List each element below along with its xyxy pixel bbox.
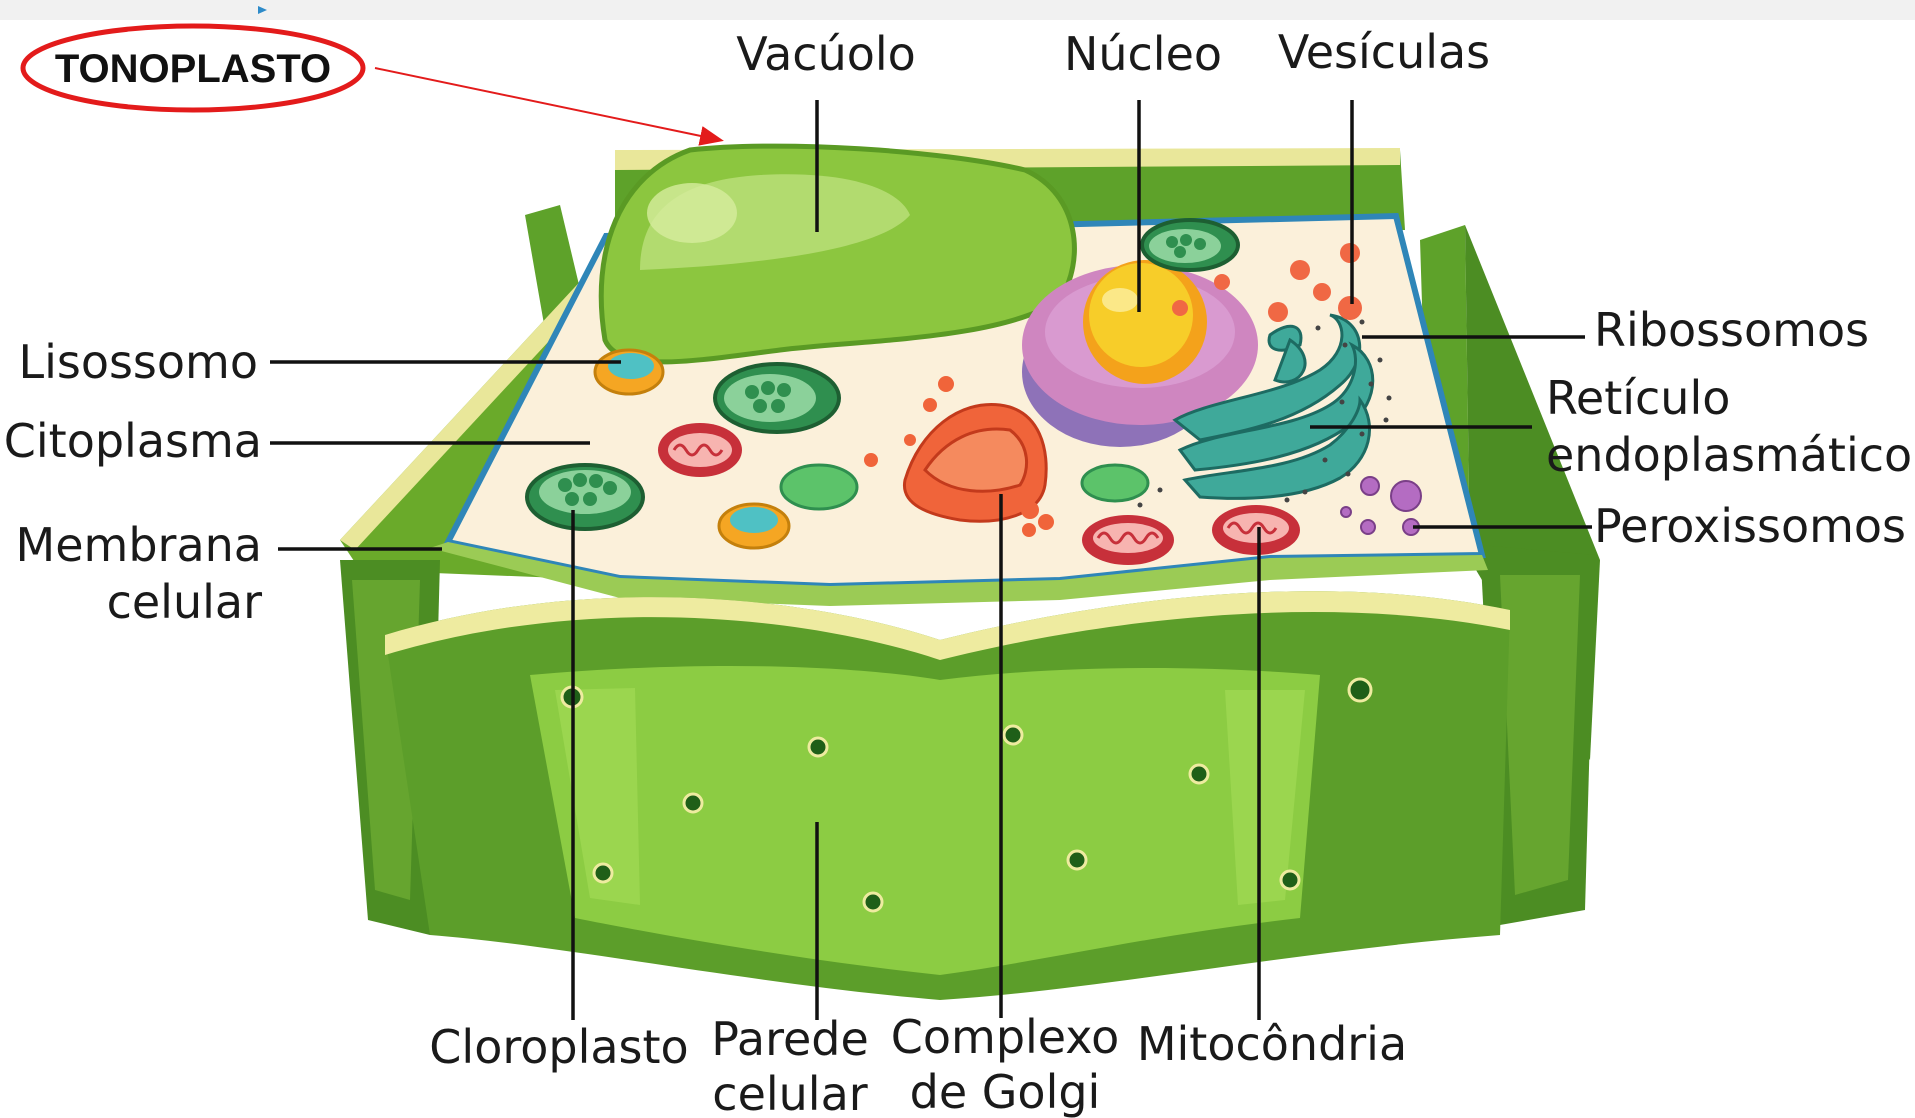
tonoplasto-arrow [375, 68, 720, 140]
label-ribossomos: Ribossomos [1594, 303, 1869, 357]
label-parede-line2: celular [712, 1067, 867, 1118]
mitochondrion-3 [1212, 505, 1300, 555]
tonoplasto-label: TONOPLASTO [55, 47, 331, 91]
label-membrana-line1: Membrana [16, 518, 262, 572]
label-vesiculas: Vesículas [1278, 25, 1490, 79]
label-mitocondria: Mitocôndria [1137, 1017, 1407, 1071]
lysosome [595, 350, 663, 394]
cell-wall-front [385, 591, 1510, 1000]
chloroplast-2 [715, 364, 839, 432]
lysosome-2 [719, 504, 789, 548]
label-membrana-line2: celular [107, 575, 262, 629]
label-parede-line1: Parede [711, 1012, 869, 1066]
label-reticulo-line1: Retículo [1546, 371, 1730, 425]
mitochondrion-2 [1082, 515, 1174, 565]
label-nucleo: Núcleo [1064, 27, 1222, 81]
label-cloroplasto: Cloroplasto [429, 1020, 688, 1074]
label-vacuolo: Vacúolo [736, 27, 916, 81]
chloroplast [527, 465, 643, 529]
chloroplast-3 [1142, 220, 1238, 270]
label-citoplasma: Citoplasma [4, 414, 262, 468]
label-lisossomo: Lisossomo [18, 335, 258, 389]
mitochondrion [658, 423, 742, 477]
label-reticulo-line2: endoplasmático [1546, 428, 1912, 482]
label-golgi-line1: Complexo [891, 1010, 1120, 1064]
label-peroxissomos: Peroxissomos [1594, 499, 1906, 553]
label-golgi-line2: de Golgi [910, 1065, 1101, 1118]
